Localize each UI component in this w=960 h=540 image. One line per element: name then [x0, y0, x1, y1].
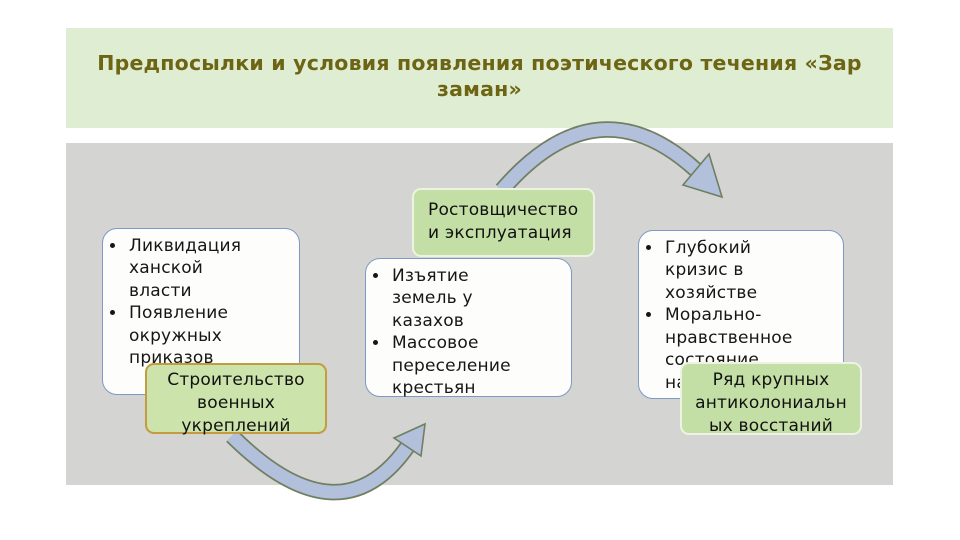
reason-list-middle: Изъятие земель у казахов Массовое пересе… — [366, 265, 512, 400]
list-item: Появление окружных приказов — [127, 302, 249, 369]
page-title: Предпосылки и условия появления поэтичес… — [97, 51, 862, 102]
reason-list-left: Ликвидация ханской власти Появление окру… — [103, 235, 249, 370]
reason-list-right: Глубокий кризис в хозяйстве Морально-нра… — [639, 237, 792, 394]
reason-box-left: Ликвидация ханской власти Появление окру… — [102, 228, 300, 395]
list-item: Ликвидация ханской власти — [127, 235, 249, 302]
list-item: Изъятие земель у казахов — [390, 265, 512, 332]
reason-box-middle: Изъятие земель у казахов Массовое пересе… — [365, 258, 572, 400]
callout-fortifications: Строительство военных укреплений — [145, 363, 327, 436]
title-band: Предпосылки и условия появления поэтичес… — [66, 28, 893, 128]
list-item: Глубокий кризис в хозяйстве — [663, 237, 785, 304]
list-item: Массовое переселение крестьян — [390, 332, 512, 399]
callout-usury: Ростовщичество и эксплуатация — [412, 188, 595, 257]
callout-uprisings: Ряд крупных антиколониальн ых восстаний — [680, 362, 862, 436]
